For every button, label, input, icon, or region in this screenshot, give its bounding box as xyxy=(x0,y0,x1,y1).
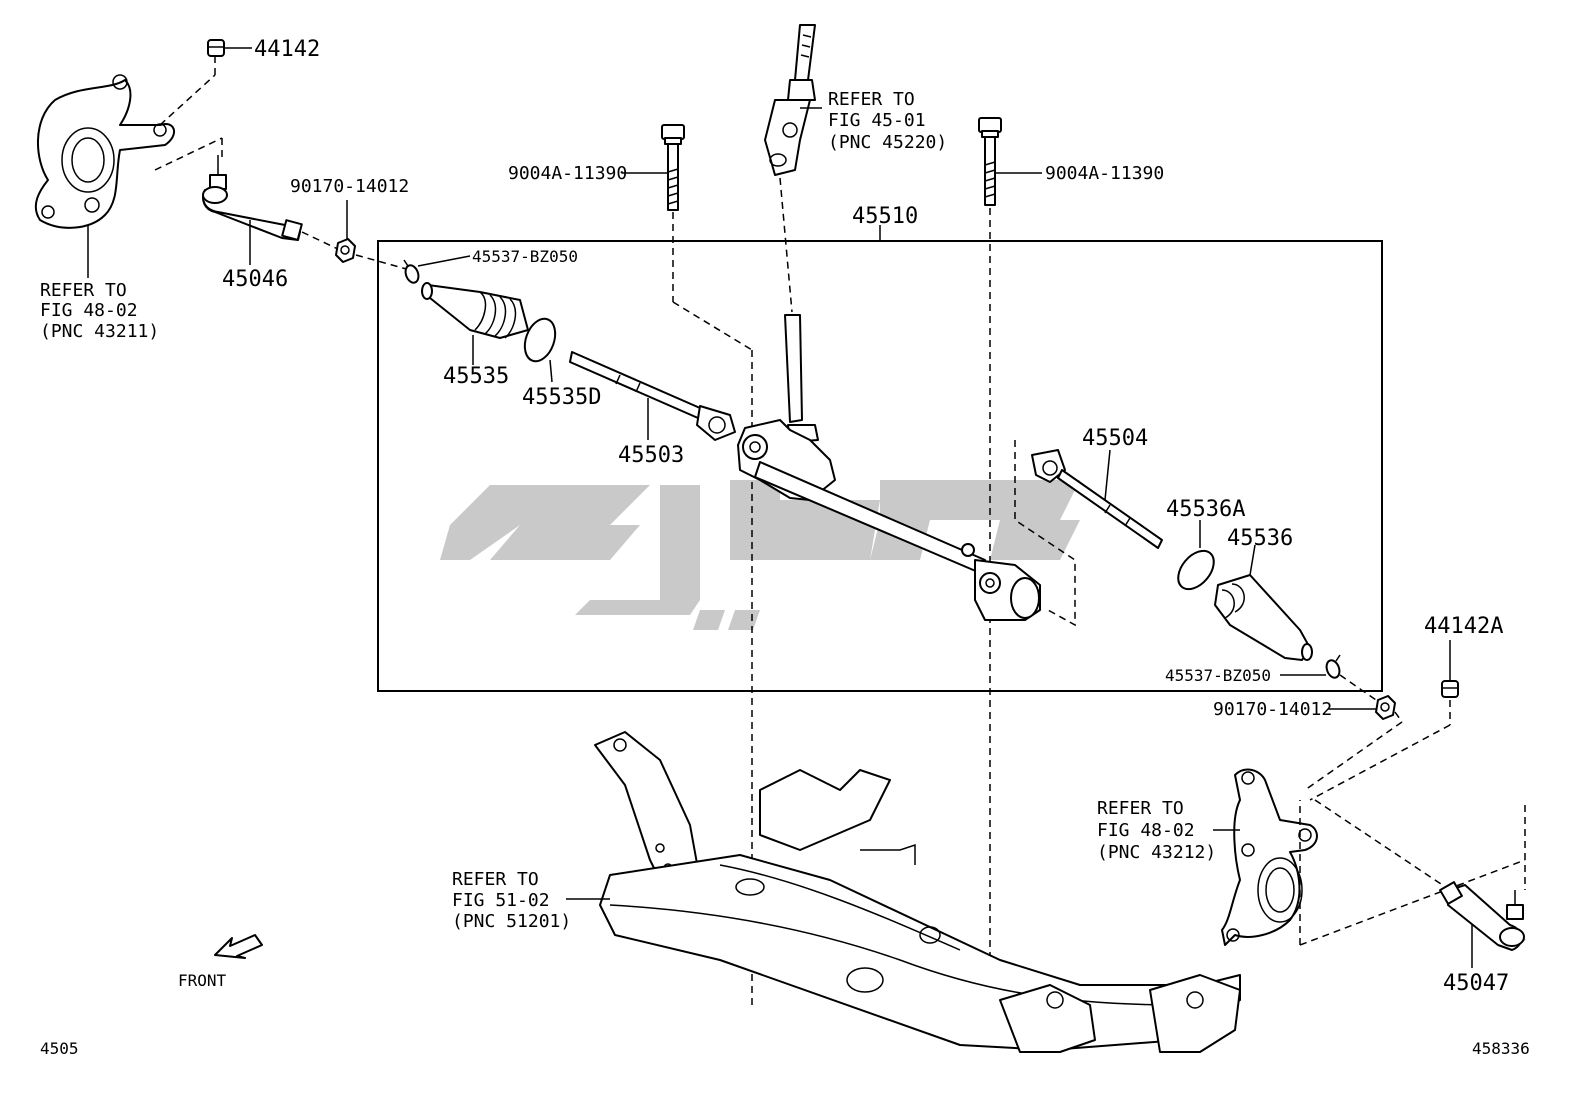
nut-44142a xyxy=(1441,680,1459,698)
label-45510: 45510 xyxy=(852,204,918,229)
steering-column-joint xyxy=(764,24,816,176)
ref-crossmember-line3: (PNC 51201) xyxy=(452,911,571,932)
clamp-45537-right xyxy=(1325,654,1341,679)
tie-rod-end-45047 xyxy=(1439,881,1525,951)
front-arrow-icon xyxy=(214,934,263,959)
label-44142a: 44142A xyxy=(1424,614,1503,639)
tie-rod-45503 xyxy=(569,351,736,441)
label-9004a-right: 9004A-11390 xyxy=(1045,163,1164,184)
ref-knuckle-left-line3: (PNC 43211) xyxy=(40,321,159,342)
label-corner-right: 458336 xyxy=(1472,1039,1530,1058)
label-corner-left: 4505 xyxy=(40,1039,79,1058)
ref-knuckle-right-line2: FIG 48-02 xyxy=(1097,820,1195,841)
nut-90170-left xyxy=(335,238,356,263)
label-45536: 45536 xyxy=(1227,526,1293,551)
boot-45535 xyxy=(421,282,529,339)
ring-45536a xyxy=(1177,549,1215,591)
right-knuckle-drawing xyxy=(1221,768,1318,946)
bolt-9004a-left xyxy=(661,124,685,211)
bolt-9004a-right xyxy=(978,117,1002,206)
label-45537-left: 45537-BZ050 xyxy=(472,247,578,266)
clamp-45537-left xyxy=(403,259,420,284)
label-90170-right: 90170-14012 xyxy=(1213,699,1332,720)
ref-knuckle-right-line3: (PNC 43212) xyxy=(1097,842,1216,863)
nut-44142 xyxy=(207,39,225,57)
label-45503: 45503 xyxy=(618,443,684,468)
ref-column-line3: (PNC 45220) xyxy=(828,132,947,153)
label-90170-left: 90170-14012 xyxy=(290,176,409,197)
label-45537-right: 45537-BZ050 xyxy=(1165,666,1271,685)
label-front: FRONT xyxy=(178,971,227,990)
tie-rod-end-45046 xyxy=(202,155,303,241)
label-45535d: 45535D xyxy=(522,385,601,410)
rack-housing-45510 xyxy=(737,314,1041,621)
ref-knuckle-right-line1: REFER TO xyxy=(1097,798,1184,819)
ref-column-line2: FIG 45-01 xyxy=(828,110,926,131)
ref-crossmember-line2: FIG 51-02 xyxy=(452,890,550,911)
label-45504: 45504 xyxy=(1082,426,1148,451)
ref-knuckle-left-line2: FIG 48-02 xyxy=(40,300,138,321)
left-knuckle-drawing xyxy=(34,74,175,229)
label-45535: 45535 xyxy=(443,364,509,389)
ref-column-line1: REFER TO xyxy=(828,89,915,110)
label-44142: 44142 xyxy=(254,37,320,62)
ref-knuckle-left-line1: REFER TO xyxy=(40,280,127,301)
label-45536a: 45536A xyxy=(1166,497,1245,522)
ref-crossmember-line1: REFER TO xyxy=(452,869,539,890)
tie-rod-45504 xyxy=(1031,449,1163,549)
ring-45535d xyxy=(523,317,557,363)
label-45046: 45046 xyxy=(222,267,288,292)
nut-90170-right xyxy=(1375,695,1396,720)
label-9004a-left: 9004A-11390 xyxy=(508,163,627,184)
boot-45536 xyxy=(1214,574,1313,661)
crossmember-drawing xyxy=(594,731,1241,1053)
label-45047: 45047 xyxy=(1443,971,1509,996)
